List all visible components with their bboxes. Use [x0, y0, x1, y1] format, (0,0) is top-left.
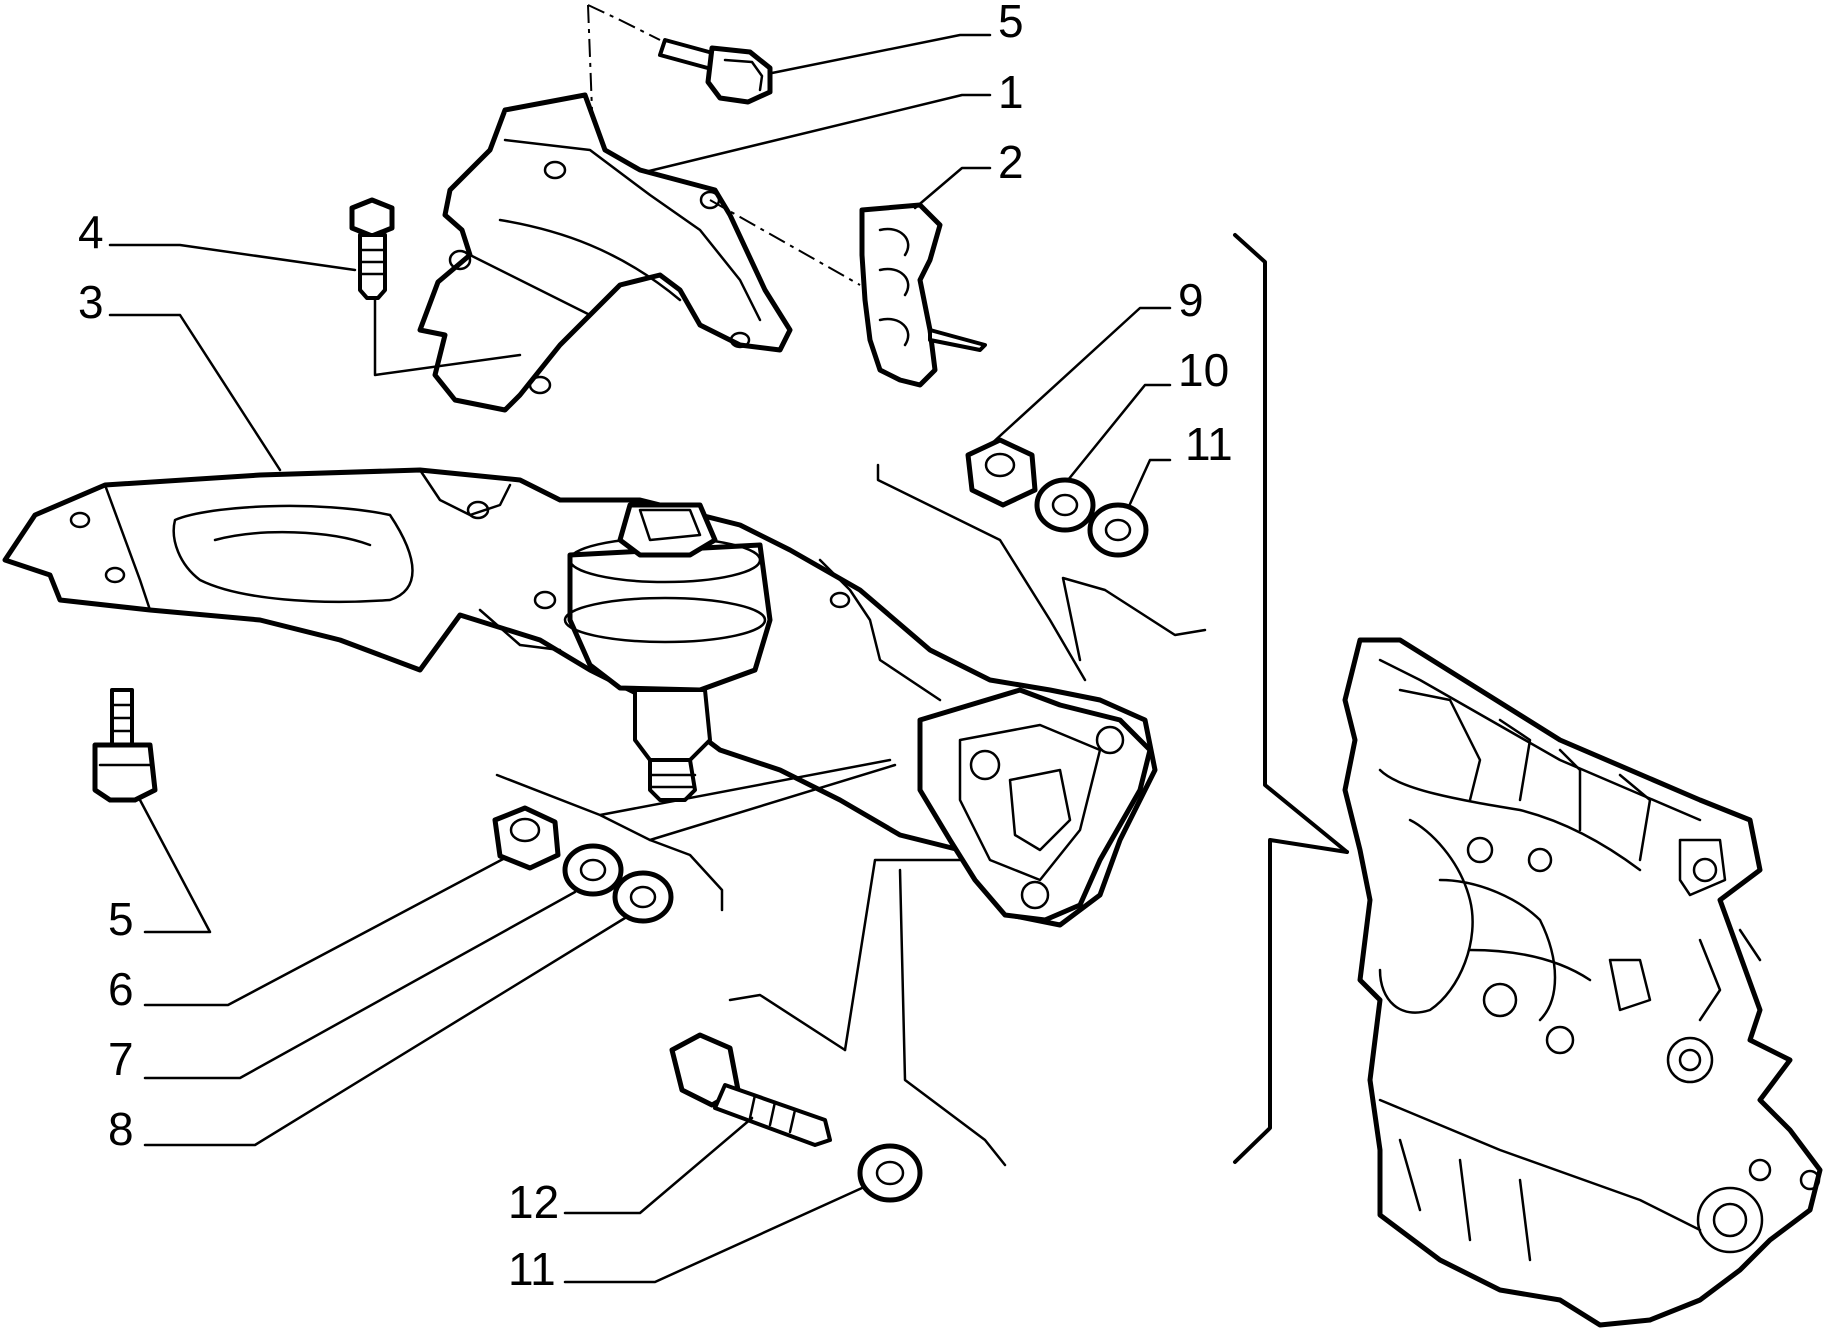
part-3-mount-arm — [2, 467, 1158, 928]
part-8-washer — [612, 870, 674, 924]
callout-6: 6 — [108, 963, 134, 1015]
part-4-bolt — [349, 197, 395, 300]
part-9-nut — [965, 437, 1038, 508]
callout-7: 7 — [108, 1033, 134, 1085]
part-10-washer — [1034, 477, 1096, 533]
callout-5-top: 5 — [998, 0, 1024, 47]
callout-11-bottom: 11 — [508, 1243, 556, 1295]
callout-4: 4 — [78, 206, 104, 258]
assembly-lines — [373, 4, 861, 377]
callout-1: 1 — [998, 66, 1024, 118]
part-5-bolt-top — [658, 38, 773, 105]
part-12-bolt — [669, 1032, 832, 1147]
part-11-washer-right — [1087, 502, 1149, 558]
callout-5-left: 5 — [108, 893, 134, 945]
part-11-washer-bottom — [857, 1143, 923, 1203]
engine-block — [1342, 637, 1823, 1328]
engine-bracket — [1233, 233, 1349, 1164]
part-1-upper-bracket — [417, 92, 793, 413]
callout-2: 2 — [998, 136, 1024, 188]
part-5-bolt-left — [92, 688, 158, 803]
callout-3: 3 — [78, 276, 104, 328]
section-lines — [495, 463, 1207, 1167]
callout-10: 10 — [1178, 344, 1229, 396]
leader-lines — [108, 33, 1172, 1284]
rubber-mount-block — [563, 502, 773, 802]
callout-12: 12 — [508, 1176, 559, 1228]
part-7-washer — [562, 843, 624, 897]
part-6-nut — [492, 805, 561, 871]
callout-8: 8 — [108, 1103, 134, 1155]
part-2-clip — [859, 202, 987, 388]
callout-11-right: 11 — [1185, 418, 1233, 470]
callout-labels: 5 1 2 4 3 9 10 11 5 6 7 8 12 11 — [78, 0, 1233, 1295]
callout-9: 9 — [1178, 274, 1204, 326]
